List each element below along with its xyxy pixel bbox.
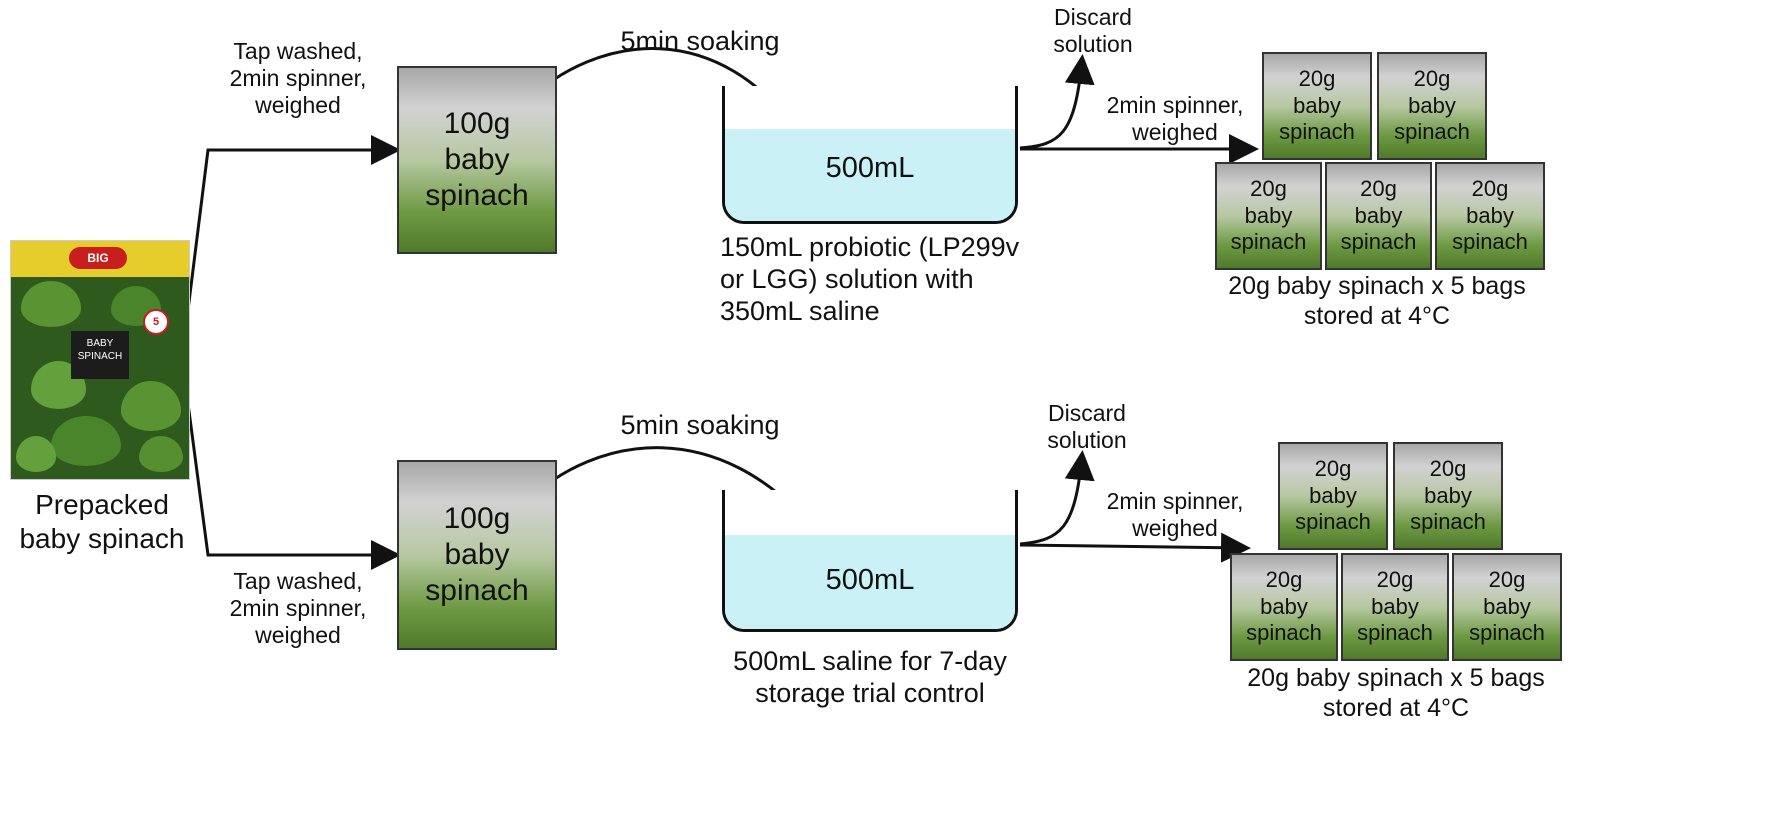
top-soak-label: 5min soaking [620, 26, 780, 56]
bottom-storage-caption: 20g baby spinach x 5 bags stored at 4°C [1247, 664, 1545, 722]
top-bag-1: 20g baby spinach [1262, 52, 1372, 160]
top-bag-3: 20g baby spinach [1215, 162, 1322, 270]
bottom-solution-caption: 500mL saline for 7-day storage trial con… [733, 646, 1007, 708]
fork-line-lower [180, 357, 401, 570]
top-bag-2: 20g baby spinach [1377, 52, 1487, 160]
bottom-bag-2: 20g baby spinach [1393, 442, 1503, 550]
bottom-spin-label: 2min spinner, weighed [1106, 488, 1244, 542]
top-discard-arrow [1019, 54, 1095, 150]
spinach-bag-image: BIG BABY SPINACH 5 [10, 240, 190, 480]
top-beaker-volume: 500mL [825, 152, 915, 184]
top-sample-text: 100g baby spinach [425, 107, 529, 212]
top-beaker-liquid [725, 129, 1015, 221]
bottom-sample-text: 100g baby spinach [425, 502, 529, 607]
top-discard-label: Discard solution [1053, 4, 1133, 58]
bottom-beaker: 500mL [722, 490, 1018, 632]
bag-label: BABY SPINACH [71, 331, 129, 379]
bottom-soak-label: 5min soaking [620, 410, 780, 440]
bottom-discard-label: Discard solution [1047, 400, 1127, 454]
bottom-beaker-volume: 500mL [825, 564, 915, 596]
top-wash-label: Tap washed, 2min spinner, weighed [229, 38, 367, 119]
top-sample-box: 100g baby spinach [397, 66, 557, 254]
bottom-bag-1: 20g baby spinach [1278, 442, 1388, 550]
top-storage-caption: 20g baby spinach x 5 bags stored at 4°C [1228, 272, 1526, 330]
bottom-beaker-liquid [725, 535, 1015, 629]
top-bag-4: 20g baby spinach [1325, 162, 1432, 270]
top-solution-caption: 150mL probiotic (LP299v or LGG) solution… [720, 232, 1020, 326]
bottom-bag-5: 20g baby spinach [1452, 553, 1562, 661]
top-spin-label: 2min spinner, weighed [1106, 92, 1244, 146]
bottom-sample-box: 100g baby spinach [397, 460, 557, 650]
bottom-spin-arrow [1019, 532, 1251, 563]
fork-line [180, 135, 401, 359]
source-caption: Prepacked baby spinach [19, 489, 185, 554]
top-bag-5: 20g baby spinach [1435, 162, 1545, 270]
bottom-bag-4: 20g baby spinach [1341, 553, 1449, 661]
bottom-wash-label: Tap washed, 2min spinner, weighed [229, 568, 367, 649]
bottom-bag-3: 20g baby spinach [1230, 553, 1338, 661]
bag-badge: 5 [143, 309, 169, 335]
bottom-discard-arrow [1019, 450, 1095, 546]
brand-logo: BIG [69, 247, 127, 269]
top-beaker: 500mL [722, 86, 1018, 224]
